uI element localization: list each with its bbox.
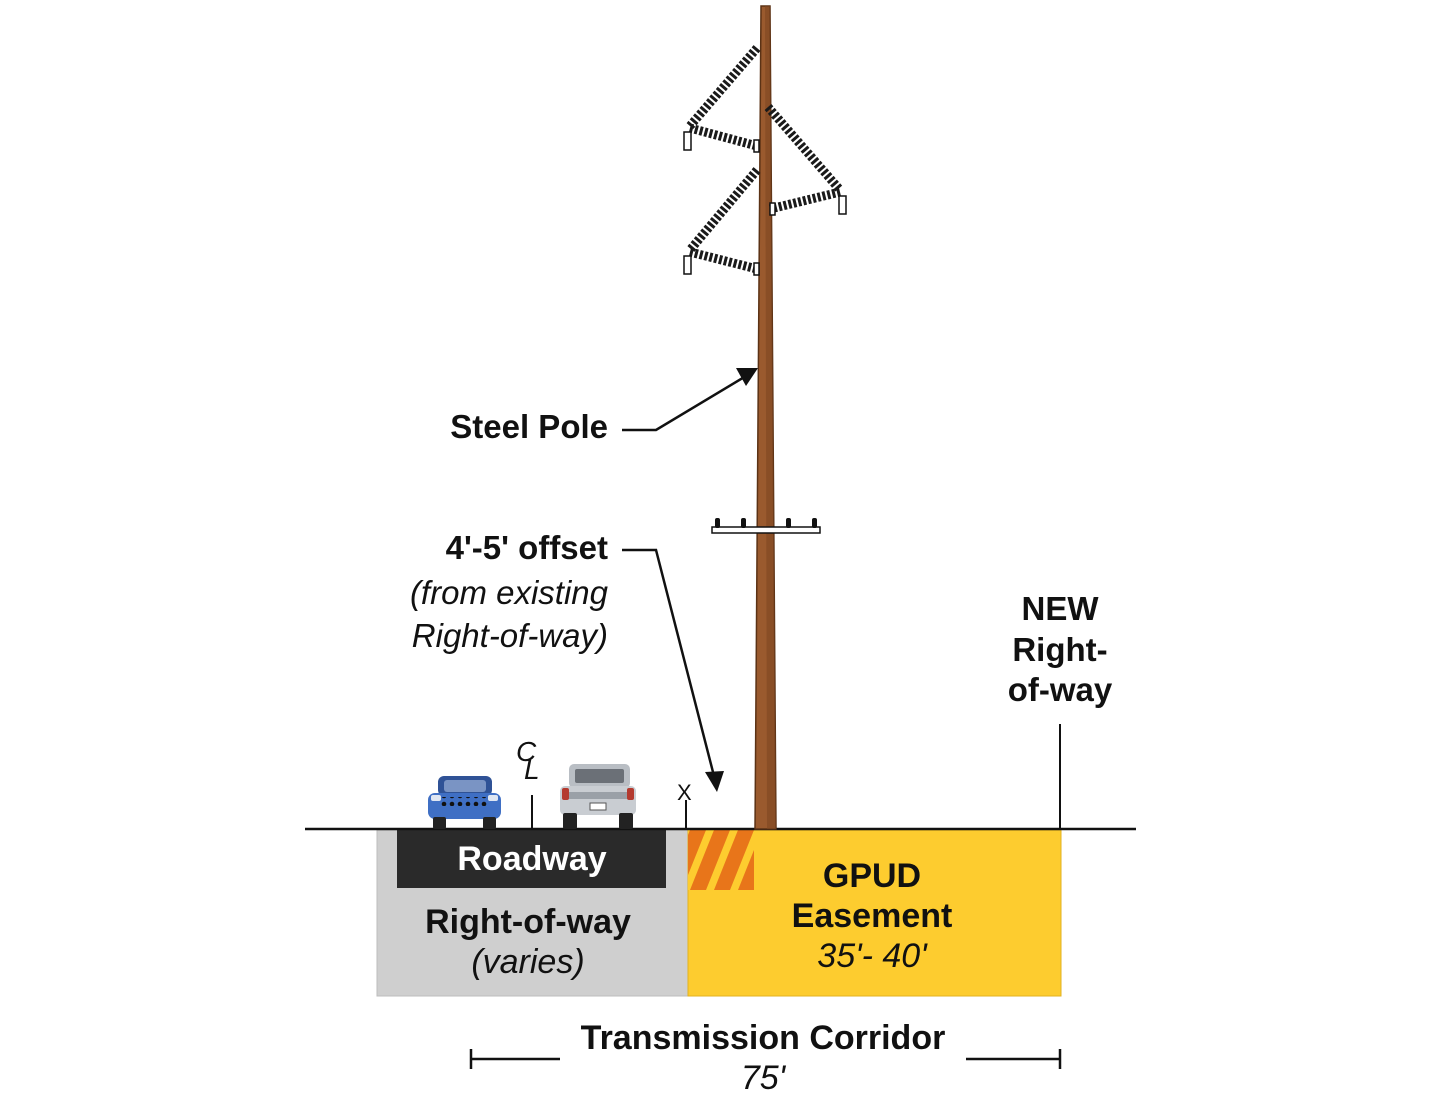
transmission-corridor-label: Transmission Corridor [580,1019,946,1057]
offset-leader [622,548,724,792]
roadway-label: Roadway [457,840,607,878]
right-of-way-note: (varies) [471,943,585,981]
new-row-label-line1: NEW [1021,590,1099,627]
offset-note-line2: Right-of-way) [411,617,608,654]
roadway-bar [397,830,666,888]
new-row-label-line3: of-way [1007,671,1113,708]
gpud-label-line2: Easement [791,897,953,935]
centerline-symbol-c: C [516,736,537,767]
offset-note-line1: (from existing [409,574,608,611]
x-mark: X [677,780,692,805]
pickup-truck [560,764,636,829]
centerline-symbol-l: L [524,754,540,785]
insulator-hardware [683,131,847,276]
transmission-corridor-dimension: 75' [740,1059,786,1097]
crossarm [711,518,821,534]
corridor-dimension [469,1049,1062,1069]
insulators [686,45,844,274]
gpud-label-line1: GPUD [822,857,922,895]
steel-pole-label: Steel Pole [450,408,608,445]
offset-hatch-zone [688,830,754,890]
new-row-label-line2: Right- [1012,631,1108,668]
blue-car [428,776,501,829]
offset-label: 4'-5' offset [445,529,608,566]
steel-pole [754,5,777,830]
steel-pole-leader [622,368,758,432]
right-of-way-label: Right-of-way [425,903,631,941]
gpud-dimension: 35'- 40' [817,937,927,975]
